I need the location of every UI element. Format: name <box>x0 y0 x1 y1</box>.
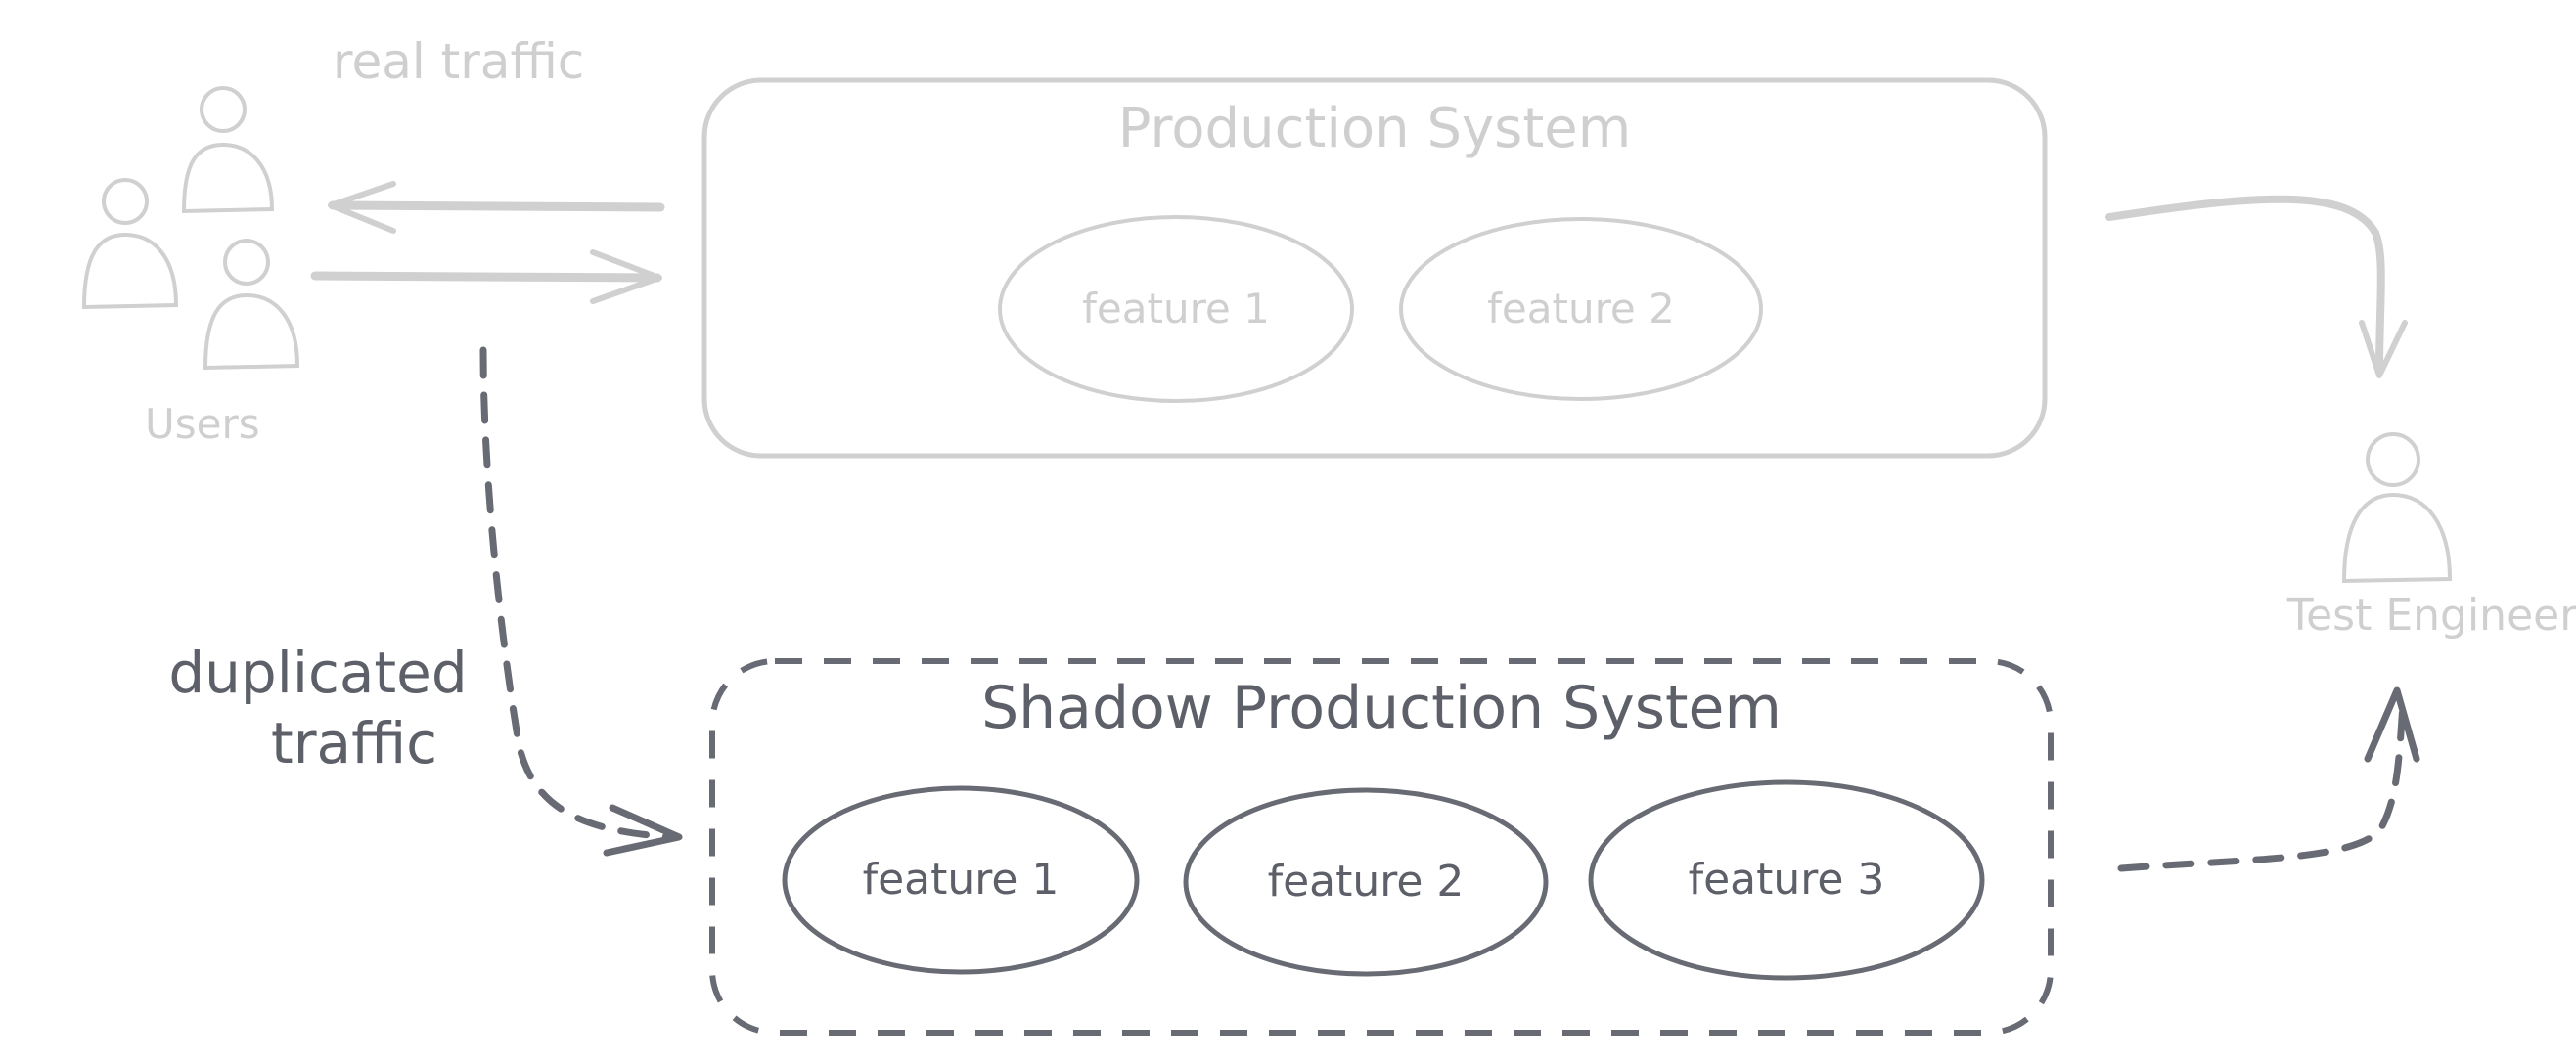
shadow-feature-2-label: feature 2 <box>1268 857 1465 907</box>
arrow-users-to-shadow <box>479 346 683 857</box>
shadow-feature-1-label: feature 1 <box>863 855 1060 905</box>
arrow-production-to-test-engineer <box>2105 195 2408 378</box>
production-system-box <box>701 77 2048 459</box>
production-feature-1-label: feature 1 <box>1082 285 1270 332</box>
shadow-system-box <box>709 658 2054 1036</box>
shadow-feature-1-node <box>782 785 1140 975</box>
duplicated-traffic-label-line1: duplicated <box>168 640 467 706</box>
shadow-feature-2-node <box>1183 787 1549 977</box>
users-icon <box>81 86 300 371</box>
duplicated-traffic-label-line2: traffic <box>271 710 437 776</box>
real-traffic-label: real traffic <box>333 33 584 90</box>
shadow-feature-3-node <box>1588 779 1985 981</box>
shadow-system-title: Shadow Production System <box>981 674 1782 742</box>
production-feature-2-label: feature 2 <box>1487 285 1675 332</box>
arrow-production-to-users <box>328 181 665 234</box>
person-icon <box>2341 432 2453 584</box>
shadow-feature-3-label: feature 3 <box>1689 855 1885 905</box>
production-feature-2-node <box>1399 217 1763 401</box>
arrow-users-to-production <box>310 249 662 304</box>
users-caption: Users <box>145 400 260 448</box>
test-engineer-caption: Test Engineer <box>2286 591 2576 641</box>
production-system-title: Production System <box>1118 97 1632 160</box>
production-feature-1-node <box>998 215 1354 403</box>
arrow-shadow-to-test-engineer <box>2117 686 2420 872</box>
